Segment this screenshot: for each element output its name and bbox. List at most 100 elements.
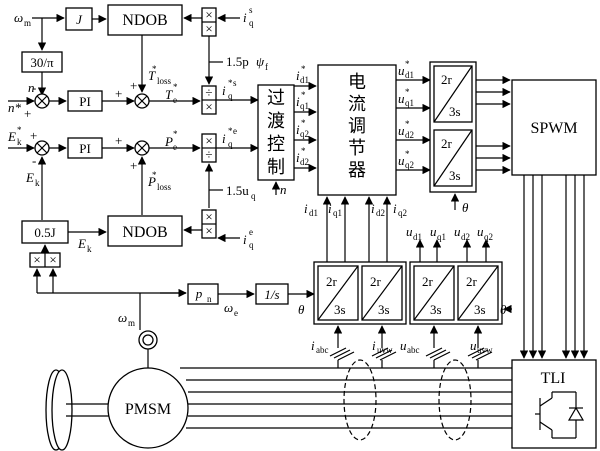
svg-text:×: × [33,252,40,267]
svg-text:d2: d2 [376,208,385,218]
j-gain-block: J [65,7,93,31]
gain-s-label: 1.5p ψ f [226,54,268,72]
uq2-star-label: u * q2 [398,149,414,170]
pi-speed-block: PI [67,90,103,112]
svg-text:i: i [296,122,300,137]
svg-text:1.5u: 1.5u [226,183,249,198]
plus-sign-2: + [130,78,137,93]
iq-e-label-bottom: i e q [243,227,254,250]
measurement-arrows [333,325,483,348]
svg-text:i: i [372,338,376,353]
svg-text:e: e [233,126,237,136]
iq-s-label-out: i * s q [222,78,237,101]
svg-text:i: i [328,201,332,216]
transform-2r3s-output: 2r 3s 2r 3s [429,61,477,193]
svg-text:q2: q2 [398,208,407,218]
svg-text:m: m [128,318,135,328]
svg-text:器: 器 [348,160,366,180]
sum-torque [134,93,150,109]
transform-2r3s-current: 2r 3s 2r 3s [313,261,407,325]
svg-text:×: × [205,7,212,22]
svg-text:loss: loss [157,76,172,86]
spwm-block: SPWM [511,79,597,176]
svg-text:SPWM: SPWM [530,120,577,137]
svg-text:u: u [400,338,407,353]
svg-text:i: i [222,83,226,98]
svg-text:k: k [35,178,40,188]
n-label-transition: n [280,182,287,197]
svg-text:q1: q1 [405,98,414,108]
iq1-star-label: i * q1 [296,90,309,111]
svg-text:*: * [405,87,410,97]
igbt-icon [535,391,585,439]
svg-text:n: n [28,80,35,95]
ratio-block: 30/π [21,51,63,73]
plus-energy-sign: + [30,128,37,143]
svg-text:u: u [398,91,405,106]
svg-text:*: * [405,59,410,69]
gain-e-label: 1.5u q [226,183,256,201]
svg-text:PI: PI [79,141,91,156]
svg-text:过: 过 [267,88,285,108]
svg-text:×: × [205,99,212,114]
sum-speed [34,93,50,109]
svg-text:e: e [249,227,253,237]
svg-text:i: i [222,131,226,146]
transition-outputs [294,81,317,173]
plus-sign-3: + [115,133,122,148]
svg-text:loss: loss [157,182,172,192]
ndob-block-top: NDOB [107,4,183,36]
bus-slashes [329,347,493,361]
svg-text:u: u [398,63,405,78]
svg-text:q1: q1 [300,101,309,111]
svg-text:ψ: ψ [256,54,265,69]
svg-text:i: i [243,232,247,247]
svg-text:×: × [49,252,56,267]
svg-text:k: k [17,137,22,147]
svg-text:*: * [301,64,306,74]
transform-2r3s-voltage: 2r 3s 2r 3s [409,261,503,325]
svg-text:2r: 2r [466,274,478,289]
pmsm-motor: PMSM [107,367,189,449]
svg-text:d1: d1 [413,232,422,242]
svg-text:abc: abc [407,345,420,355]
svg-text:*: * [301,90,306,100]
svg-text:电: 电 [348,72,366,92]
svg-text:TLI: TLI [541,370,566,387]
svg-text:i: i [296,94,300,109]
p-loss-label: P * loss [147,170,172,192]
svg-text:d1: d1 [405,70,414,80]
svg-text:÷: ÷ [205,85,212,100]
svg-text:d2: d2 [461,232,470,242]
pe-star-label: P * e [164,129,178,152]
divider-top: ÷ × [201,85,217,115]
ek-label-bottom: E k [77,236,92,254]
svg-text:×: × [205,223,212,238]
svg-text:i: i [393,201,397,216]
svg-text:n*: n* [8,100,22,115]
multiplier-bottom: × × [201,209,217,239]
svg-text:ω: ω [118,310,127,325]
sum-energy [34,140,50,156]
svg-text:q2: q2 [300,129,309,139]
svg-text:q: q [251,191,256,201]
svg-text:2r: 2r [441,136,453,151]
svg-text:n: n [207,294,212,304]
svg-text:流: 流 [348,94,366,114]
svg-text:d1: d1 [300,75,309,85]
feedback-current-labels: i d1 i q1 i d2 i q2 [304,201,407,218]
plus-speed-sign: + [24,106,31,121]
svg-text:调: 调 [348,116,366,136]
iq-e-label-out: i * e q [222,126,237,149]
svg-text:u: u [470,338,477,353]
svg-text:ω: ω [224,300,233,315]
svg-text:*: * [301,118,306,128]
svg-text:3s: 3s [378,302,390,317]
svg-text:T: T [165,87,173,102]
svg-text:0.5J: 0.5J [34,225,55,240]
svg-text:i: i [304,201,308,216]
svg-text:T: T [148,68,156,83]
svg-text:*: * [173,129,178,139]
svg-text:P: P [147,174,156,189]
svg-text:i: i [296,150,300,165]
